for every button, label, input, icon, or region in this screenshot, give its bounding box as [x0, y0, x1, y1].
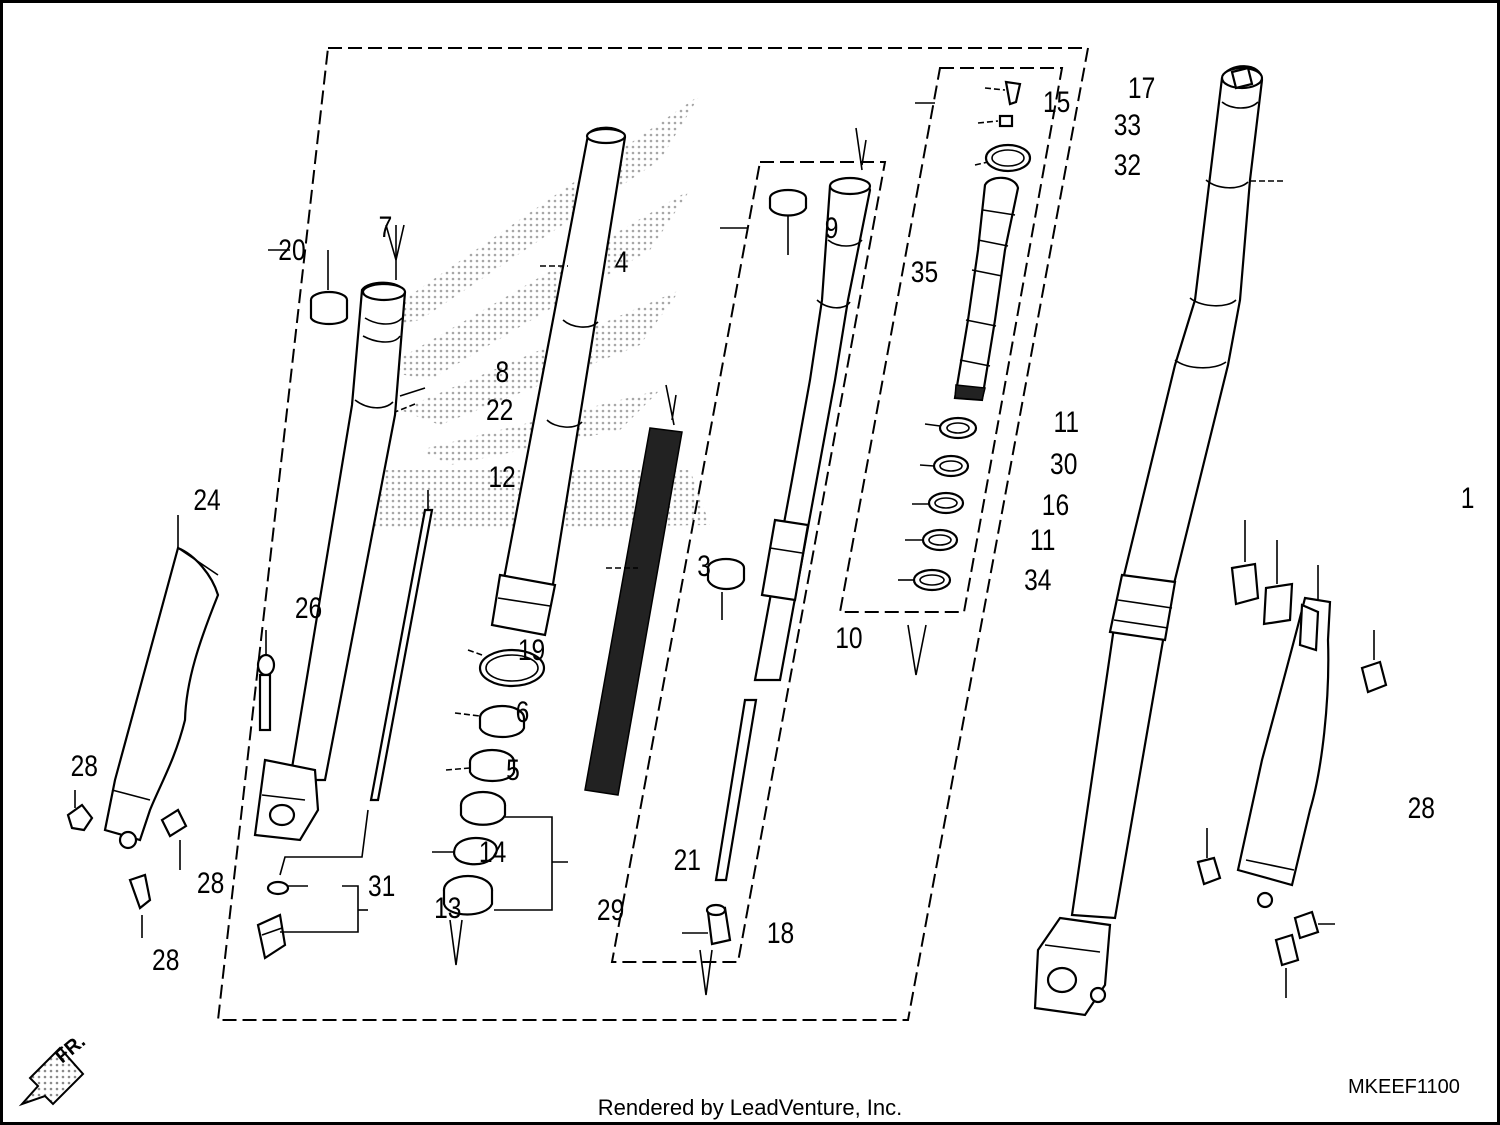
ring-30[interactable]	[919, 454, 970, 478]
callout-c5: 5	[506, 753, 520, 787]
callout-c8: 8	[496, 355, 510, 389]
pad-1[interactable]	[1230, 520, 1260, 606]
ring-19[interactable]	[467, 648, 546, 688]
callout-c4: 4	[615, 245, 629, 279]
callout-c31: 31	[368, 869, 395, 903]
seal-11-lower[interactable]	[905, 528, 959, 552]
callout-c22: 22	[486, 393, 513, 427]
callout-c26: 26	[295, 591, 322, 625]
damper-cartridge-15[interactable]	[953, 176, 1020, 402]
bolt-27[interactable]	[1360, 630, 1388, 694]
callout-c16: 16	[1042, 488, 1069, 522]
callout-c33: 33	[1114, 108, 1141, 142]
callout-c32: 32	[1114, 148, 1141, 182]
callout-c24: 24	[193, 483, 220, 517]
nut-18[interactable]	[682, 903, 732, 996]
callout-c28d: 28	[1408, 791, 1435, 825]
leader-8	[399, 387, 426, 397]
bolt-28-guard-left[interactable]	[66, 790, 94, 832]
callout-c34: 34	[1024, 563, 1051, 597]
fork-assembly-outline	[216, 47, 1090, 1021]
callout-c17: 17	[1128, 71, 1155, 105]
nut-33[interactable]	[977, 114, 1014, 128]
rod-12[interactable]	[369, 490, 434, 802]
ring-35[interactable]	[768, 188, 808, 255]
callout-c28b: 28	[197, 866, 224, 900]
outer-tube-8[interactable]	[253, 224, 407, 842]
seal-11-upper[interactable]	[924, 416, 978, 440]
diagram-code: MKEEF1100	[1348, 1076, 1460, 1098]
inner-assembly-outline	[610, 161, 887, 963]
callout-c30: 30	[1050, 447, 1077, 481]
leader-31	[280, 885, 359, 933]
damper-arrow	[907, 624, 927, 676]
screw-17[interactable]	[984, 80, 1022, 106]
callout-c18: 18	[767, 916, 794, 950]
callout-c20: 20	[278, 233, 305, 267]
bolt-28-right-middle[interactable]	[1293, 910, 1335, 940]
callout-c7: 7	[379, 210, 393, 244]
callout-c14: 14	[479, 835, 506, 869]
ring-34[interactable]	[898, 568, 952, 592]
pad-2[interactable]	[1262, 540, 1294, 626]
callout-c1: 1	[1461, 481, 1475, 515]
bolt-28-guard-right[interactable]	[160, 808, 188, 870]
bolt-13[interactable]	[256, 913, 287, 960]
bolt-26[interactable]	[256, 630, 276, 732]
callout-c6: 6	[516, 695, 530, 729]
dust-seal-29[interactable]	[442, 874, 494, 966]
bolt-28-right-lower[interactable]	[1274, 933, 1300, 998]
callout-c29: 29	[597, 893, 624, 927]
ring-32[interactable]	[974, 143, 1032, 173]
spring-3[interactable]	[584, 384, 683, 796]
clip-14[interactable]	[432, 836, 498, 866]
callout-c12: 12	[488, 460, 515, 494]
front-direction-arrow: FR.	[18, 1030, 90, 1107]
callouts: 1234567891011111213141516171819202122232…	[71, 71, 1500, 977]
callout-c19: 19	[518, 633, 545, 667]
callout-c11b: 11	[1030, 523, 1056, 557]
front-fork-assembly-23[interactable]	[1033, 65, 1264, 1017]
leader-12-to-bolt	[279, 809, 369, 876]
callout-c28a: 28	[71, 749, 98, 783]
bolt-28-right-upper[interactable]	[1196, 828, 1222, 886]
callout-c35: 35	[911, 255, 938, 289]
inner-tube-4[interactable]	[490, 126, 627, 637]
callout-c13: 13	[434, 891, 461, 925]
fork-guard-24[interactable]	[103, 515, 220, 850]
washer-31[interactable]	[266, 880, 290, 896]
bolt-28-guard-bottom[interactable]	[128, 873, 152, 938]
seal-21[interactable]	[459, 790, 507, 826]
damper-assembly-outline	[838, 67, 1064, 613]
ring-10[interactable]	[706, 557, 746, 620]
leader-21-29-bracket	[494, 816, 568, 911]
callout-c28c: 28	[152, 943, 179, 977]
cartridge-tube[interactable]	[714, 127, 872, 882]
render-credit: Rendered by LeadVenture, Inc.	[598, 1095, 903, 1120]
callout-c10: 10	[835, 621, 862, 655]
callout-c9: 9	[825, 211, 839, 245]
fork-guard-25[interactable]	[1236, 565, 1332, 909]
callout-c2: 2	[1499, 503, 1500, 537]
callout-c21: 21	[674, 843, 701, 877]
callout-c11a: 11	[1054, 405, 1080, 439]
bushing-5[interactable]	[445, 748, 516, 783]
callout-c3: 3	[697, 549, 711, 583]
ring-16[interactable]	[912, 491, 965, 515]
callout-c15: 15	[1043, 85, 1070, 119]
bushing-6[interactable]	[454, 704, 526, 739]
ring-7[interactable]	[309, 250, 349, 326]
leader-22	[394, 403, 416, 413]
